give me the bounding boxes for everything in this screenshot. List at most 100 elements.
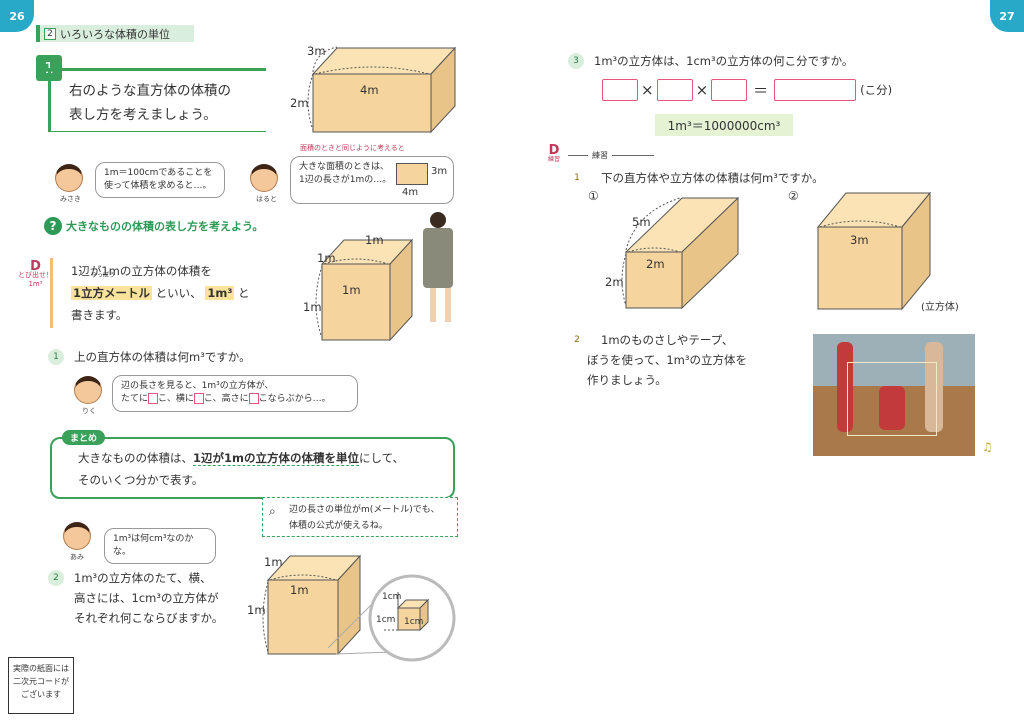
riku-text-1: 辺の長さを見ると、1m³の立方体が、: [121, 381, 274, 391]
unit-label: (こ分): [860, 83, 893, 97]
haruto-text-2: 1辺の長さが1mの…。: [299, 175, 392, 185]
d-mark-line-1: とび出せ！: [18, 271, 53, 279]
haruto-note: 面積のときと同じように考えると: [300, 144, 405, 152]
definition-mid: といい、: [155, 286, 202, 300]
equation-row: × × ＝ (こ分): [602, 79, 892, 101]
equals-sign: ＝: [753, 81, 769, 100]
answer-box-3[interactable]: [711, 79, 748, 101]
misaki-text-2: 使って体積を求めると…。: [104, 181, 212, 191]
question-3: 3 1m³の立方体は、1cm³の立方体の何こ分ですか。: [568, 51, 853, 71]
question-2-line-1: 1m³の立方体のたて、横、: [74, 571, 212, 585]
answer-box-1[interactable]: [602, 79, 638, 101]
ami-name: あみ: [70, 553, 84, 561]
question-3-number: 3: [568, 53, 584, 69]
misaki-speech: 1m＝100cmであることを 使って体積を求めると…。: [95, 162, 225, 198]
practice-1: 1 下の直方体や立方体の体積は何m³ですか。: [567, 168, 824, 188]
cube-left-label: 1m: [303, 300, 322, 314]
haruto-avatar: [250, 164, 278, 192]
big-cube-left-label: 1m: [247, 603, 266, 617]
small-rect: [396, 163, 428, 185]
riku-speech: 辺の長さを見ると、1m³の立方体が、 たてにこ、横にこ、高さにこならぶから…。: [112, 375, 358, 412]
hint-line: ? 大きなものの体積の表し方を考えよう。: [44, 217, 263, 235]
box-figure-practice-1: [621, 196, 740, 310]
practice-2-edge-label: 3m: [850, 233, 869, 247]
definition-line-3: 書きます。: [71, 308, 128, 322]
blank-box-3[interactable]: [248, 393, 259, 404]
problem-line-1: 右のような直方体の体積の: [69, 83, 231, 99]
qr-line-3: ございます: [21, 690, 61, 699]
practice-2-line-3: 作りましょう。: [587, 373, 667, 387]
student-figure: [420, 212, 456, 332]
qr-note: 実際の紙面には 二次元コードが ございます: [8, 657, 74, 714]
d-letter: D: [30, 259, 41, 274]
question-icon: ?: [44, 217, 62, 235]
practice-1-height-label: 2m: [605, 275, 624, 289]
rect-height-label: 3m: [431, 166, 448, 177]
times-sign-1: ×: [641, 81, 654, 99]
summary-text-a: 大きなものの体積は、: [78, 451, 193, 465]
page-number-right: 27: [990, 0, 1024, 32]
summary-line-1: 大きなものの体積は、1辺が1mの立方体の体積を単位にして、: [78, 447, 453, 469]
blank-box-1[interactable]: [148, 393, 159, 404]
riku-text-2: たてにこ、横にこ、高さにこならぶから…。: [121, 393, 349, 406]
cube-top-label: 1m: [365, 233, 384, 247]
cube-left-top-label: 1m: [317, 251, 336, 265]
question-2-number: 2: [48, 570, 64, 586]
qr-line-2: 二次元コードが: [13, 677, 69, 686]
section-title-text: いろいろな体積の単位: [60, 27, 170, 41]
summary-box: 大きなものの体積は、1辺が1mの立方体の体積を単位にして、 そのいくつ分かで表す…: [50, 437, 455, 499]
question-1-text: 上の直方体の体積は何m³ですか。: [74, 350, 251, 364]
ami-speech: 1m³は何cm³なのかな。: [104, 528, 216, 564]
box-height-label: 2m: [290, 96, 309, 110]
definition-line-1: 1辺が1mの立方体の体積を: [71, 264, 212, 278]
tip-box: ⌕ 辺の長さの単位がm(メートル)でも、 体積の公式が使えるね。: [262, 497, 458, 537]
haruto-speech: 大きな面積のときは、 1辺の長さが1mの…。: [290, 156, 454, 204]
big-cube-front-label: 1m: [290, 583, 309, 597]
cube-figure-practice-2: [816, 191, 932, 311]
classroom-photo: [813, 334, 975, 456]
summary-tag: まとめ: [62, 430, 106, 445]
summary-text-b: 1辺が1mの立方体の体積を単位: [193, 451, 359, 466]
question-1: 1 上の直方体の体積は何m³ですか。: [48, 347, 251, 367]
zoom-top-label: 1cm: [382, 592, 402, 602]
tip-line-2: 体積の公式が使えるね。: [289, 521, 388, 531]
haruto-name: はると: [256, 195, 277, 203]
definition-unit: 1m³: [205, 286, 235, 300]
summary-line-2: そのいくつ分かで表す。: [78, 473, 204, 487]
summary-text-c: にして、: [359, 451, 405, 465]
practice-1-number: 1: [567, 170, 587, 186]
riku-text-2c: こ、高さに: [203, 394, 249, 404]
question-2-line-2: 高さには、1cm³の立方体が: [74, 591, 219, 605]
qr-line-1: 実際の紙面には: [13, 664, 69, 673]
bell-icon: ♫: [982, 440, 993, 454]
haruto-text-1: 大きな面積のときは、: [299, 162, 390, 172]
definition-line-2: りっぽう 1立方メートル といい、 1m³ と: [71, 272, 300, 304]
practice-1-depth-label: 5m: [632, 215, 651, 229]
rect-width-label: 4m: [402, 187, 419, 198]
practice-1-text: 下の直方体や立方体の体積は何m³ですか。: [601, 171, 824, 185]
d-mark: D とび出せ！ 1m³: [18, 259, 53, 289]
page-number-left: 26: [0, 0, 34, 32]
riku-text-2a: たてに: [121, 394, 149, 404]
answer-box-2[interactable]: [656, 79, 693, 101]
tip-line-1: 辺の長さの単位がm(メートル)でも、: [289, 505, 440, 515]
riku-text-2d: こならぶから…。: [258, 394, 331, 404]
result-formula: 1m³＝1000000cm³: [655, 114, 793, 136]
box-figure-top: [307, 46, 457, 134]
blank-box-2[interactable]: [193, 393, 204, 404]
practice-mark: D 練習: [548, 144, 561, 164]
misaki-text-1: 1m＝100cmであることを: [104, 168, 213, 178]
riku-text-2b: こ、横に: [158, 394, 194, 404]
d-mark-line-2: 1m³: [28, 280, 43, 288]
zoom-left-label: 1cm: [376, 615, 396, 625]
question-3-text: 1m³の立方体は、1cm³の立方体の何こ分ですか。: [594, 54, 854, 68]
practice-sub: 練習: [548, 156, 561, 163]
times-sign-2: ×: [695, 81, 709, 99]
cube-front-label: 1m: [342, 283, 361, 297]
answer-box-result[interactable]: [774, 79, 857, 101]
problem-box: 右のような直方体の体積の 表し方を考えましょう。: [48, 68, 266, 132]
practice-label: 練習: [592, 151, 608, 160]
magnifier-icon: ⌕: [269, 504, 276, 518]
